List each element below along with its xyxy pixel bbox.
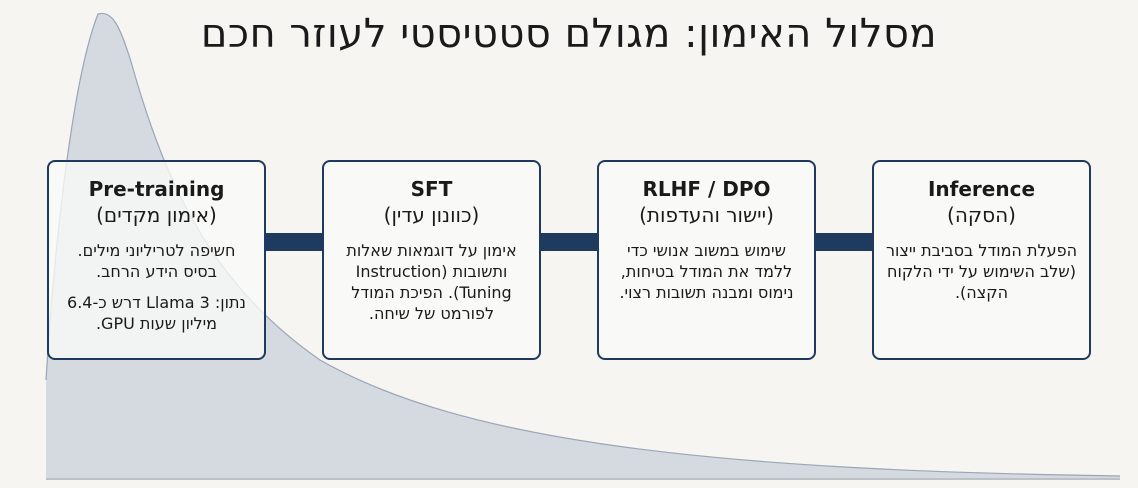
stage-description: חשיפה לטריליוני מילים. בסיס הידע הרחב. bbox=[77, 241, 236, 281]
stage-name: SFT bbox=[410, 177, 453, 201]
stage-inference: Inference (הסקה) הפעלת המודל בסביבת ייצו… bbox=[872, 160, 1091, 360]
page-title: מסלול האימון: מגולם סטטיסטי לעוזר חכם bbox=[200, 11, 938, 57]
stage-pretraining: Pre-training (אימון מקדים) חשיפה לטריליו… bbox=[47, 160, 266, 360]
stage-name: RLHF / DPO bbox=[642, 177, 771, 201]
connector-1-2 bbox=[266, 233, 324, 251]
stage-note: נתון: Llama 3 דרש כ-6.4 מיליון שעות GPU. bbox=[67, 293, 246, 333]
stage-subtitle: (הסקה) bbox=[947, 203, 1016, 227]
connector-2-3 bbox=[541, 233, 599, 251]
stage-name: Inference bbox=[927, 177, 1036, 201]
stage-description: הפעלת המודל בסביבת ייצור (שלב השימוש על … bbox=[885, 241, 1078, 302]
stage-name: Pre-training bbox=[88, 177, 225, 201]
stage-subtitle: (אימון מקדים) bbox=[96, 203, 217, 227]
curve-area bbox=[46, 13, 1120, 479]
stage-sft: SFT (כוונון עדין) אימון על דוגמאות שאלות… bbox=[322, 160, 541, 360]
stage-subtitle: (יישור והעדפות) bbox=[639, 203, 774, 227]
stage-description: שימוש במשוב אנושי כדי ללמד את המודל בטיח… bbox=[619, 241, 794, 302]
baseline-axis bbox=[46, 478, 1120, 480]
stage-rlhf-dpo: RLHF / DPO (יישור והעדפות) שימוש במשוב א… bbox=[597, 160, 816, 360]
connector-3-4 bbox=[816, 233, 874, 251]
stage-subtitle: (כוונון עדין) bbox=[383, 203, 480, 227]
stage-description: אימון על דוגמאות שאלות ותשובות (Instruct… bbox=[346, 241, 517, 323]
